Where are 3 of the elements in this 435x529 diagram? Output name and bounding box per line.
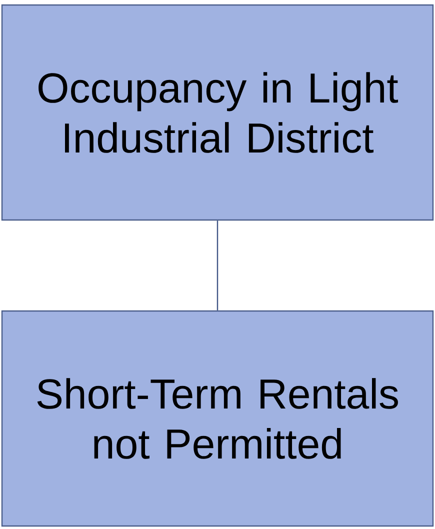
process-box: Short-Term Rentals not Permitted <box>1 310 434 527</box>
process-box: Occupancy in Light Industrial District <box>1 4 434 221</box>
connector-line <box>216 220 218 310</box>
